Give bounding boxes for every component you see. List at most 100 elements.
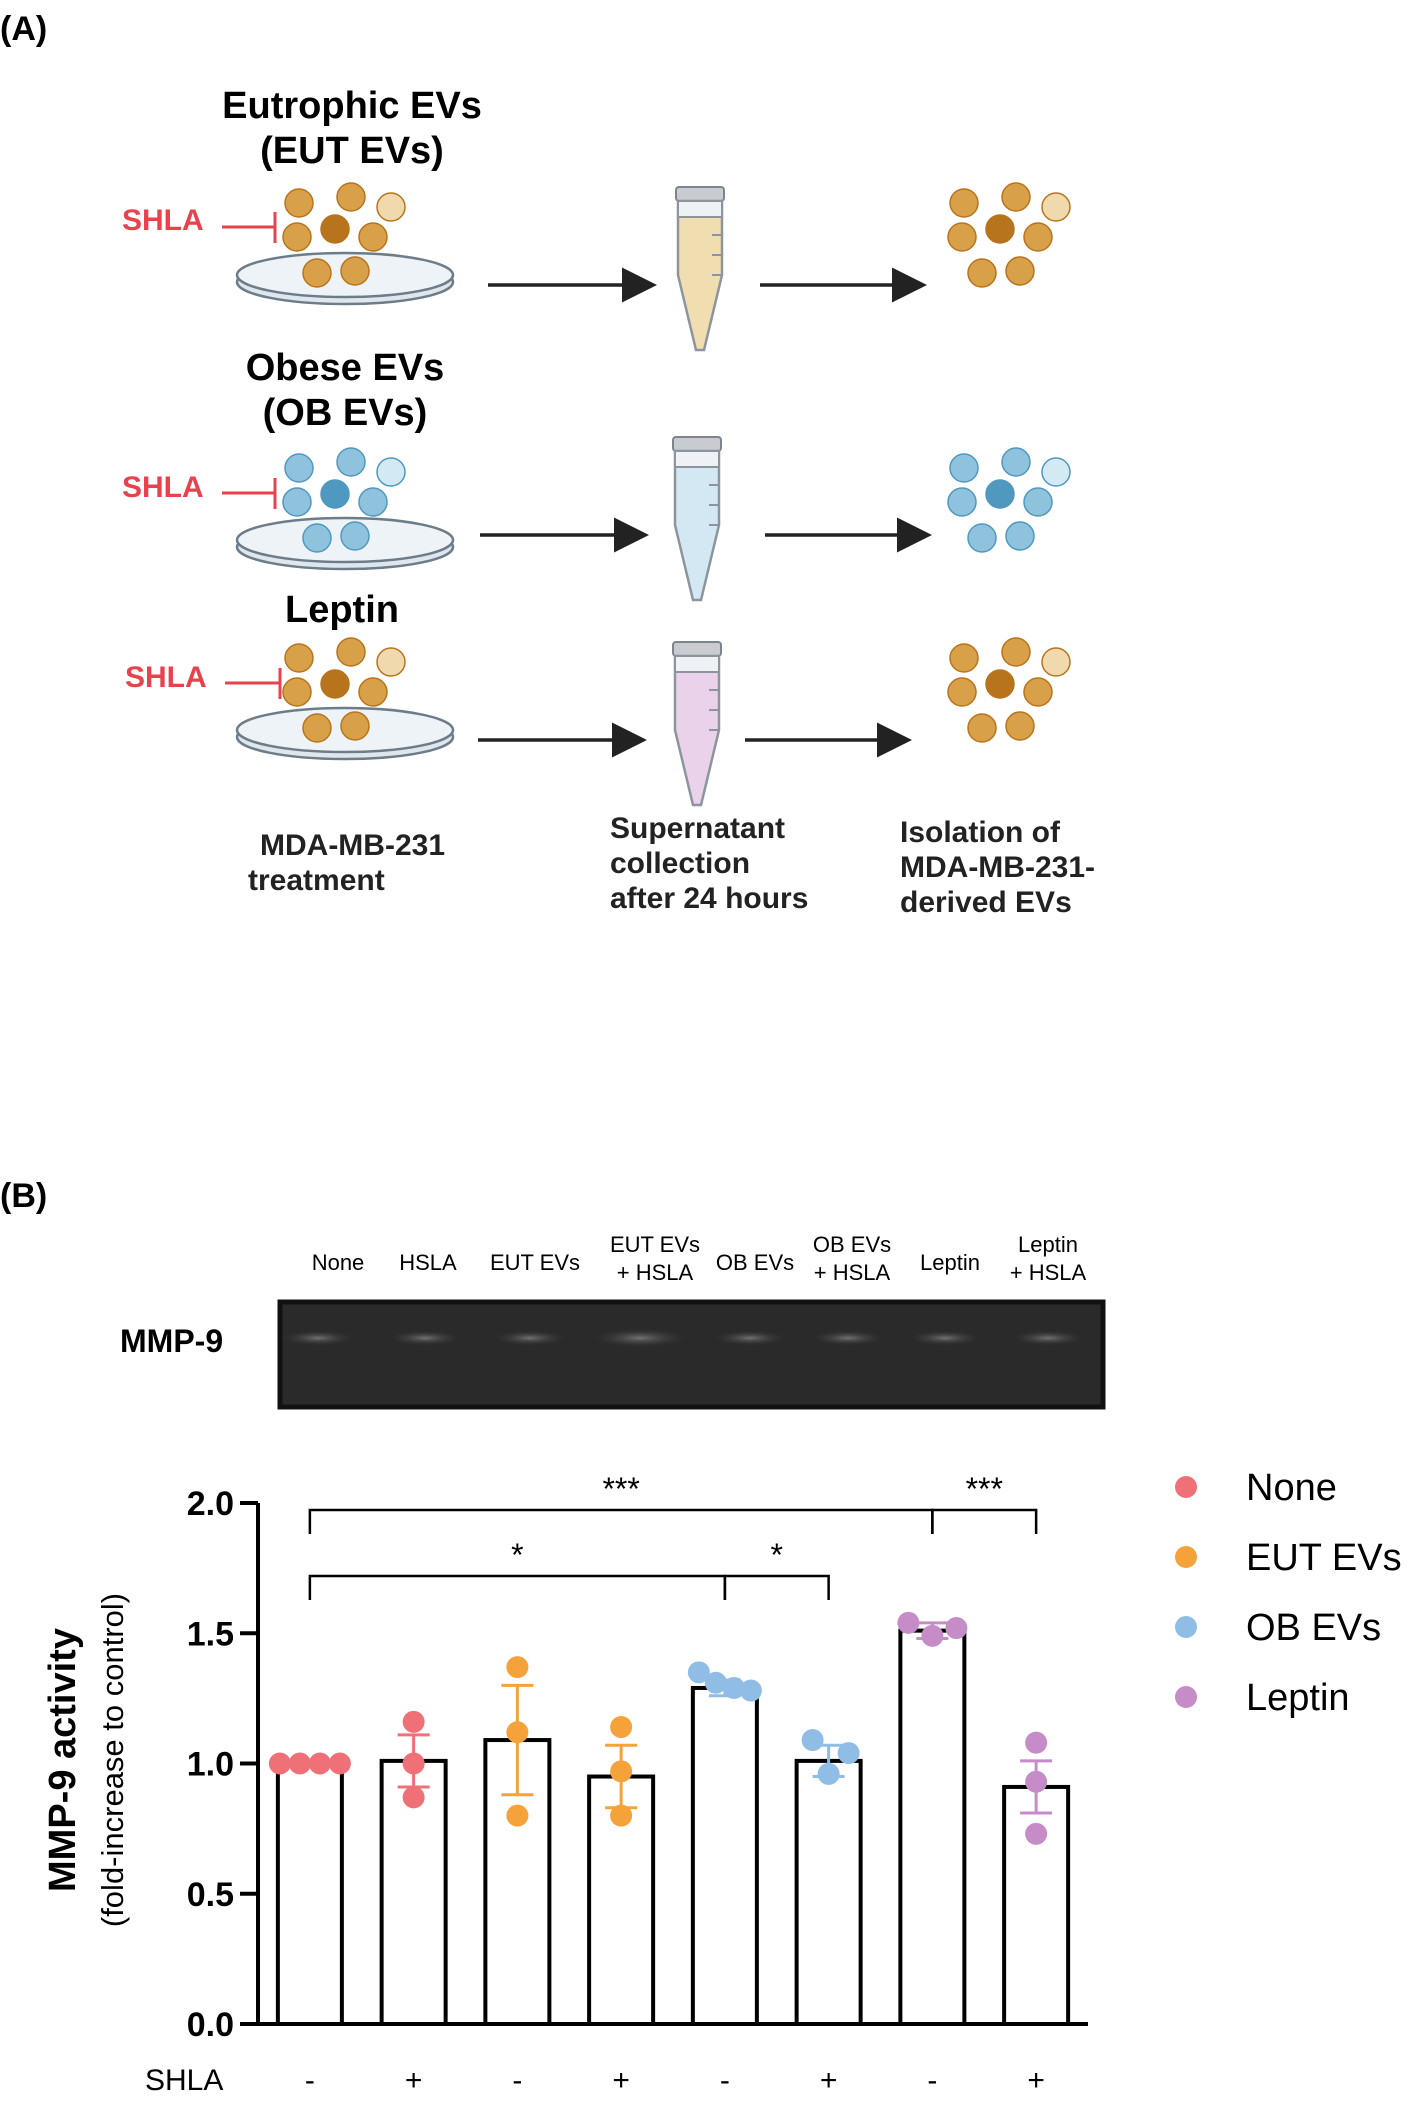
particle: [985, 214, 1015, 244]
data-point: [610, 1760, 633, 1783]
isolated-ev-particles: [947, 182, 1071, 288]
particle: [376, 457, 406, 487]
gel-band: [492, 1330, 568, 1346]
particle: [1001, 447, 1031, 477]
particle: [320, 479, 350, 509]
particle: [1041, 192, 1071, 222]
legend-swatch: [1175, 1546, 1197, 1568]
x-tick-label: -: [720, 2064, 730, 2097]
inhibition-icon: [225, 668, 282, 699]
bar: [898, 1628, 967, 2027]
process-arrows: [478, 267, 932, 758]
particle: [282, 677, 312, 707]
data-points: [268, 1611, 1048, 1845]
row-ob-title-line1: Obese EVs: [246, 347, 445, 389]
lane-label: EUT EVs: [610, 1232, 700, 1257]
row-eut-title-line1: Eutrophic EVs: [222, 85, 482, 127]
data-point: [268, 1752, 291, 1775]
tube-icon: [672, 436, 722, 602]
significance-label: *: [771, 1537, 783, 1573]
data-point: [610, 1716, 633, 1739]
step-collection-line2: collection: [610, 847, 750, 880]
data-point: [402, 1752, 425, 1775]
particle-clusters: [282, 182, 1071, 743]
particle: [947, 677, 977, 707]
particle: [1041, 457, 1071, 487]
petri-dish-icon: [235, 516, 455, 571]
significance-brackets: ********: [308, 1471, 1038, 1600]
shla-row-label: SHLA: [145, 2064, 223, 2097]
isolated-ev-particles: [947, 637, 1071, 743]
significance-bracket: *: [308, 1537, 727, 1600]
particle: [320, 214, 350, 244]
particle: [376, 647, 406, 677]
particle: [336, 637, 366, 667]
particle: [1005, 711, 1035, 741]
particle: [284, 643, 314, 673]
lane-label: Leptin: [1018, 1232, 1078, 1257]
legend-swatch: [1175, 1616, 1197, 1638]
gel-blot-image: [277, 1299, 1106, 1410]
data-point: [506, 1656, 529, 1679]
gel-band: [280, 1330, 356, 1346]
step-isolation-line1: Isolation of: [900, 816, 1061, 849]
legend-swatch: [1175, 1476, 1197, 1498]
panel-a-schematic: (A) Eutrophic EVs (EUT EVs) Obese EVs (O…: [0, 10, 1095, 919]
significance-label: *: [511, 1537, 523, 1573]
particle: [284, 188, 314, 218]
particle: [302, 523, 332, 553]
data-point: [687, 1661, 710, 1684]
bar: [275, 1761, 344, 2026]
y-tick-label: 0.5: [187, 1876, 234, 1914]
particle: [949, 453, 979, 483]
data-point: [402, 1710, 425, 1733]
collection-tubes: [672, 186, 725, 807]
step-collection-line3: after 24 hours: [610, 882, 808, 915]
x-tick-label: +: [612, 2064, 630, 2097]
panel-a-label: (A): [0, 10, 47, 48]
tube-icon: [675, 186, 725, 352]
x-tick-label: +: [820, 2064, 838, 2097]
particle: [949, 188, 979, 218]
data-point: [610, 1804, 633, 1827]
data-point: [506, 1804, 529, 1827]
step-isolation-line3: derived EVs: [900, 886, 1072, 919]
lane-label-line2: + HSLA: [814, 1260, 891, 1285]
y-axis-label: MMP-9 activity: [42, 1628, 84, 1892]
gel-band: [590, 1328, 690, 1348]
cell-particles: [282, 637, 406, 743]
data-point: [897, 1611, 920, 1634]
significance-bracket: *: [723, 1537, 830, 1600]
particle: [967, 258, 997, 288]
significance-label: ***: [602, 1471, 639, 1507]
particle: [336, 447, 366, 477]
y-axis-sublabel: (fold-increase to control): [95, 1593, 130, 1927]
data-point: [328, 1752, 351, 1775]
legend-label: EUT EVs: [1246, 1537, 1402, 1579]
particle: [358, 222, 388, 252]
legend-label: OB EVs: [1246, 1607, 1381, 1649]
data-point: [722, 1676, 745, 1699]
particle: [947, 222, 977, 252]
particle: [985, 479, 1015, 509]
particle: [1005, 521, 1035, 551]
row-eut-inhibitor-label: SHLA: [122, 204, 204, 237]
lane-label: Leptin: [920, 1250, 980, 1275]
step-isolation-line2: MDA-MB-231-: [900, 851, 1095, 884]
lane-label: OB EVs: [813, 1232, 891, 1257]
x-tick-label: -: [927, 2064, 937, 2097]
x-tick-label: -: [512, 2064, 522, 2097]
data-point: [739, 1679, 762, 1702]
particle: [302, 713, 332, 743]
data-point: [801, 1729, 824, 1752]
lane-label: HSLA: [399, 1250, 457, 1275]
mmp9-bar-chart: 0.00.51.01.52.0 ******** SHLA-+-+-+-+ MM…: [42, 1471, 1088, 2097]
significance-bracket: ***: [931, 1471, 1038, 1534]
step-treatment-line1: MDA-MB-231: [260, 829, 445, 862]
data-point: [817, 1762, 840, 1785]
x-tick-label: +: [1027, 2064, 1045, 2097]
x-tick-label: +: [405, 2064, 423, 2097]
step-treatment-line2: treatment: [248, 864, 385, 897]
panel-b-label: (B): [0, 1177, 47, 1215]
